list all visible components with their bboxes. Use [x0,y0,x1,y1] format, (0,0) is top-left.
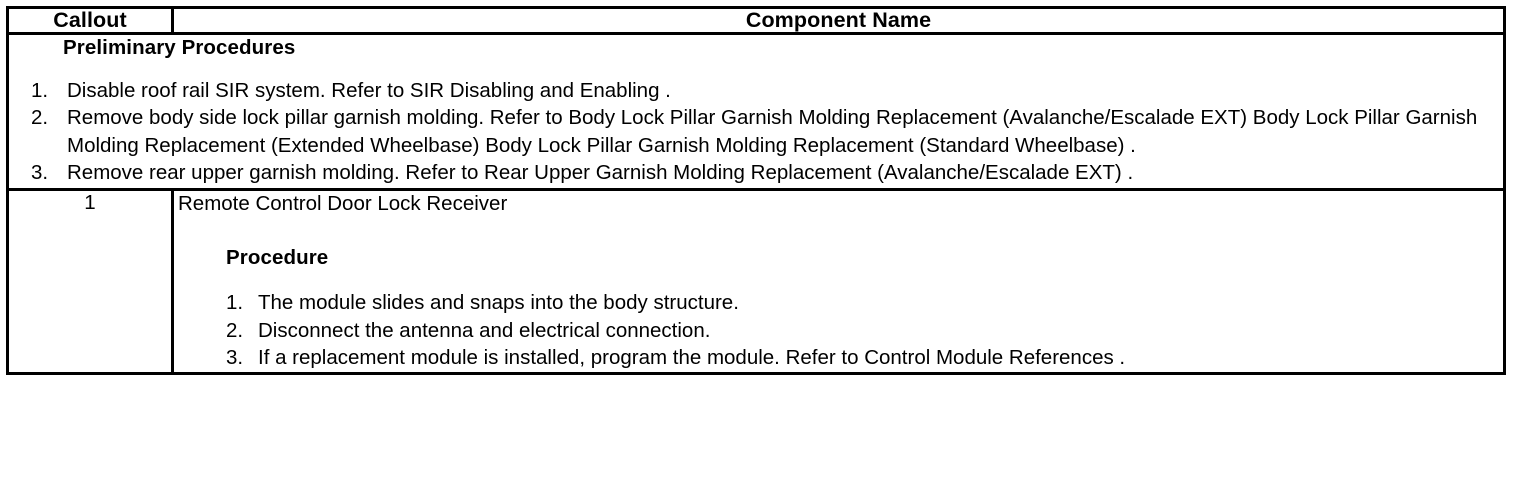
list-item-number: 1. [226,291,244,315]
list-item-text: The module slides and snaps into the bod… [258,291,739,315]
list-item-text: Disable roof rail SIR system. Refer to S… [67,79,671,103]
list-item: 2. Remove body side lock pillar garnish … [9,104,1503,159]
preliminary-procedures-row: Preliminary Procedures 1. Disable roof r… [6,31,1506,192]
procedure-heading: Procedure [226,245,329,269]
table-header: Callout Component Name [6,6,1506,35]
component-callout-table: Callout Component Name Preliminary Proce… [6,6,1506,375]
list-item-number: 2. [31,106,49,130]
table-header-row: Callout Component Name [6,6,1506,35]
list-item-number: 2. [226,318,244,342]
column-header-component-name: Component Name [171,6,1506,35]
list-item-number: 1. [31,79,49,103]
list-item-text: If a replacement module is installed, pr… [258,346,1126,370]
list-item: 3. If a replacement module is installed,… [174,344,1503,371]
table-row: 1 Remote Control Door Lock Receiver Proc… [6,188,1506,375]
list-item-text: Remove body side lock pillar garnish mol… [67,106,1478,157]
list-item-number: 3. [31,160,49,184]
list-item: 2. Disconnect the antenna and electrical… [174,317,1503,344]
callout-number-cell: 1 [6,188,174,375]
procedure-steps-list: 1. The module slides and snaps into the … [174,289,1503,371]
table-body: Preliminary Procedures 1. Disable roof r… [6,31,1506,375]
list-item-text: Disconnect the antenna and electrical co… [258,318,711,342]
component-name-text: Remote Control Door Lock Receiver [178,192,508,216]
list-item-text: Remove rear upper garnish molding. Refer… [67,160,1134,184]
preliminary-procedures-cell: Preliminary Procedures 1. Disable roof r… [6,31,1506,192]
list-item: 1. Disable roof rail SIR system. Refer t… [9,77,1503,104]
list-item: 1. The module slides and snaps into the … [174,289,1503,316]
preliminary-procedures-list: 1. Disable roof rail SIR system. Refer t… [9,77,1503,186]
list-item: 3. Remove rear upper garnish molding. Re… [9,159,1503,186]
column-header-callout: Callout [6,6,174,35]
preliminary-procedures-title: Preliminary Procedures [63,35,296,59]
component-detail-cell: Remote Control Door Lock Receiver Proced… [171,188,1506,375]
list-item-number: 3. [226,346,244,370]
